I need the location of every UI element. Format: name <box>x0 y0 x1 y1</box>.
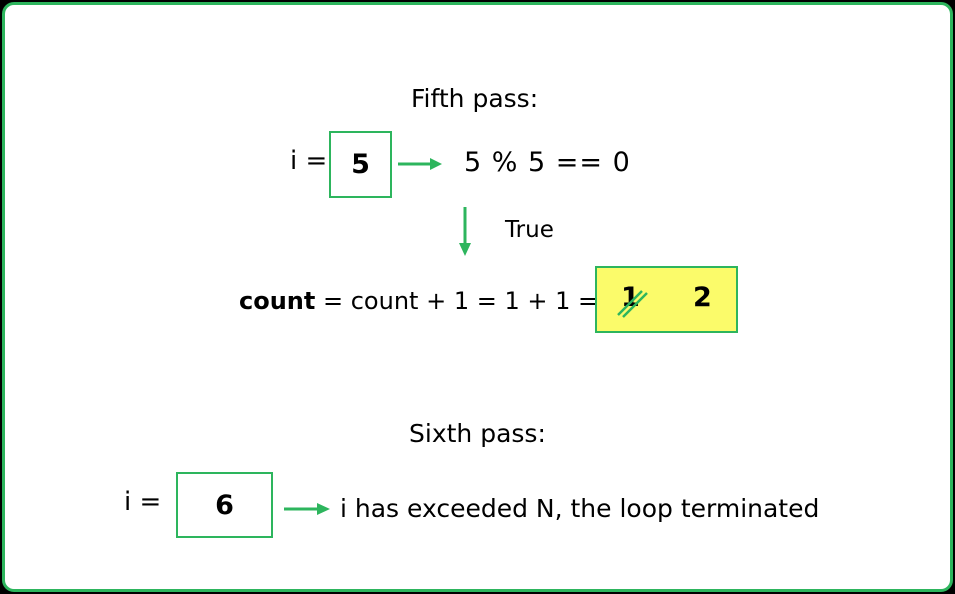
sixth-pass-i-value: 6 <box>215 489 234 521</box>
fifth-pass-i-label: i = <box>290 146 328 176</box>
fifth-pass-condition: 5 % 5 == 0 <box>464 147 631 178</box>
fifth-pass-i-value-box: 5 <box>329 131 392 198</box>
fifth-pass-i-value: 5 <box>351 149 370 180</box>
count-update-line: count = count + 1 = 1 + 1 = <box>239 287 598 315</box>
new-count-value: 2 <box>693 282 712 313</box>
strikethrough-icon <box>617 290 648 318</box>
sixth-pass-title: Sixth pass: <box>409 419 546 448</box>
count-expression: = count + 1 = 1 + 1 = <box>323 287 599 315</box>
fifth-pass-title: Fifth pass: <box>411 84 539 113</box>
count-variable: count <box>239 287 316 315</box>
true-branch-down-arrow-icon <box>459 207 471 256</box>
true-branch-label: True <box>505 217 554 243</box>
sixth-pass-i-value-box: 6 <box>176 472 273 538</box>
loop-terminated-message: i has exceeded N, the loop terminated <box>340 494 820 523</box>
count-result-box: 1 2 <box>595 266 738 333</box>
fifth-pass-right-arrow-icon <box>398 158 442 170</box>
sixth-pass-right-arrow-icon <box>284 503 330 515</box>
sixth-pass-i-label: i = <box>124 487 162 517</box>
